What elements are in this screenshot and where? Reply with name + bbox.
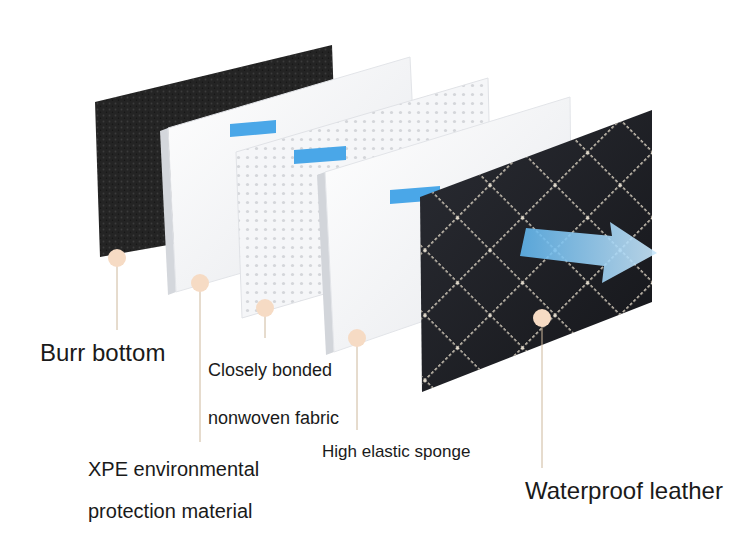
layer-label: Closely bonded nonwoven fabric: [208, 346, 358, 442]
layer-label: XPE environmental protection material: [88, 448, 293, 532]
leader-line: [542, 318, 543, 468]
leader-line: [200, 283, 201, 442]
leader-line: [357, 338, 358, 430]
layer-label: Waterproof leather: [525, 476, 740, 506]
leader-dots: [108, 249, 551, 347]
direction-arrow: [520, 222, 657, 283]
leader-dot: [108, 249, 126, 267]
blue-tab: [230, 120, 276, 137]
quilt-stitching: [400, 90, 670, 410]
leader-dot: [191, 274, 209, 292]
leader-lines: [117, 258, 542, 468]
leader-dot: [533, 309, 551, 327]
leader-line: [117, 258, 118, 330]
leader-dot: [256, 299, 274, 317]
layer-label: High elastic sponge: [322, 440, 522, 464]
blue-tab: [294, 146, 346, 164]
leader-dot: [348, 329, 366, 347]
